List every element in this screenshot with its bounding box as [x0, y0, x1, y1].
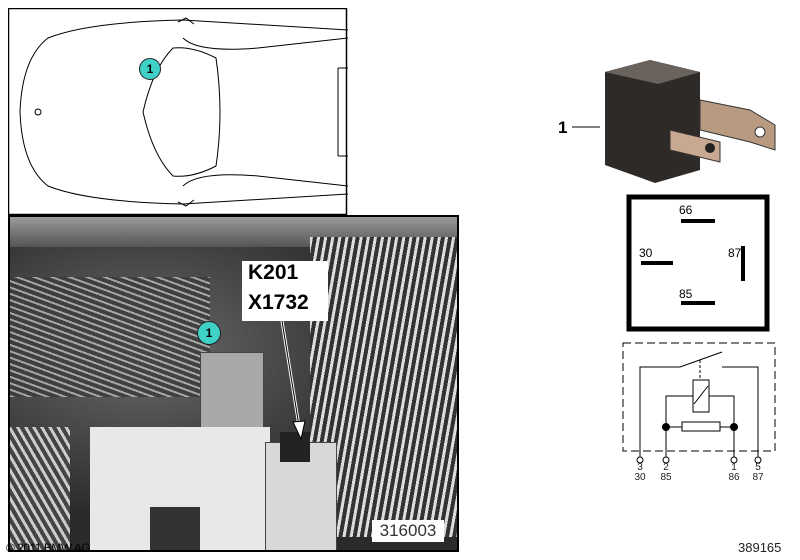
car-location-overview: [8, 8, 348, 216]
installation-photo: K201 X1732 316003: [8, 215, 459, 552]
relay-part-image: [572, 60, 776, 183]
image-number: 316003: [372, 520, 444, 542]
pin-87: 87: [728, 246, 742, 260]
terminal-label: 87: [752, 472, 764, 483]
pin-30: 30: [639, 246, 653, 260]
copyright: © 2011 BMW AG: [6, 541, 91, 555]
diagram-number: 389165: [738, 540, 782, 555]
component-label: K201: [242, 261, 328, 291]
pin-66: 66: [679, 203, 693, 217]
terminal-label: 30: [634, 472, 646, 483]
connector-label: X1732: [242, 291, 328, 321]
pin-layout-diagram: [626, 194, 770, 332]
part-number-label[interactable]: 1: [558, 118, 568, 137]
relay-circuit-schematic: [622, 342, 776, 464]
photo-callout[interactable]: 1: [197, 321, 221, 345]
location-callout[interactable]: 1: [139, 58, 161, 80]
terminal-label: 85: [660, 472, 672, 483]
pin-85: 85: [679, 287, 693, 301]
terminal-label: 86: [728, 472, 740, 483]
pin-number: 5: [755, 462, 761, 473]
pin-number: 1: [731, 462, 737, 473]
pin-number: 3: [637, 462, 643, 473]
pin-number: 2: [663, 462, 669, 473]
pointer-arrow: [280, 320, 306, 441]
